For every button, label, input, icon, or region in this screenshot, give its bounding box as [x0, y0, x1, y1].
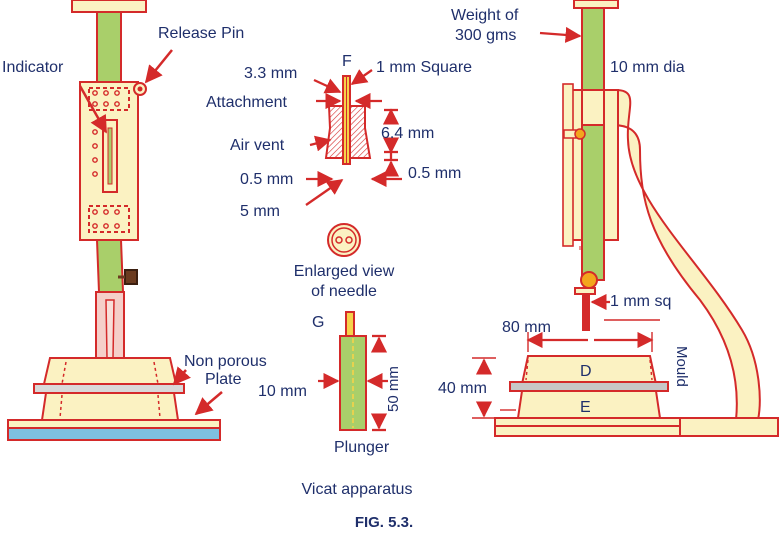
dim-50mm: 50 mm — [385, 366, 402, 412]
needle-right — [582, 293, 590, 331]
dim-0-5mm-left: 0.5 mm — [240, 171, 293, 188]
upper-guide — [88, 87, 130, 111]
guide-rail-right — [603, 89, 619, 241]
label-e: E — [580, 399, 591, 416]
right-labels: Weight of 300 gms 10 mm dia 1 mm sq 80 m… — [438, 7, 690, 416]
plunger-label: Plunger — [334, 439, 390, 456]
right-arrows — [472, 26, 660, 419]
enlarged-needle-view — [327, 223, 361, 257]
enlarged-view-line1: Enlarged view — [294, 263, 395, 280]
dim-5mm: 5 mm — [240, 203, 280, 220]
label-d: D — [580, 363, 592, 380]
dim-0-5mm-right: 0.5 mm — [408, 165, 461, 182]
release-pin-label: Release Pin — [158, 25, 244, 42]
weight-line1: Weight of — [451, 7, 519, 24]
plunger-stem — [345, 311, 355, 337]
plate-right — [509, 381, 669, 392]
air-vent-label: Air vent — [230, 137, 285, 154]
dim-1mm-square: 1 mm Square — [376, 59, 472, 76]
weight-line2: 300 gms — [455, 27, 516, 44]
plunger-marker — [580, 271, 598, 289]
label-g: G — [312, 314, 324, 331]
right-apparatus — [494, 0, 779, 437]
dim-80mm: 80 mm — [502, 319, 551, 336]
non-porous-plate — [33, 383, 185, 394]
figure-title: Vicat apparatus — [302, 481, 413, 498]
plunger-labels: G 10 mm 50 mm Plunger — [258, 314, 402, 456]
left-apparatus — [7, 0, 221, 441]
mould-label: Mould — [673, 346, 690, 387]
plunger-arrows — [318, 334, 388, 432]
dim-6-4mm: 6.4 mm — [381, 125, 434, 142]
plate-label-line1: Non porous — [184, 353, 267, 370]
base-top — [7, 419, 221, 429]
plate-label-line2: Plate — [205, 371, 242, 388]
frame-foot — [679, 417, 779, 437]
attachment-label: Attachment — [206, 94, 287, 111]
plunger-rod — [96, 11, 122, 83]
left-labels: Release Pin Indicator Non porous Plate — [2, 25, 267, 388]
plunger-rod-right — [581, 7, 605, 281]
needle-labels: F 3.3 mm 1 mm Square Attachment 6.4 mm A… — [206, 53, 472, 220]
sq-label: 1 mm sq — [610, 293, 671, 310]
lower-rod — [95, 239, 125, 293]
top-cap — [71, 0, 147, 13]
dim-3-3mm: 3.3 mm — [244, 65, 297, 82]
figure-caption: FIG. 5.3. — [355, 514, 413, 531]
dim-10mm: 10 mm — [258, 383, 307, 400]
mould-upper — [42, 357, 178, 385]
needle-arrows — [305, 69, 402, 206]
weight-cap — [573, 0, 619, 9]
clamp-knob — [124, 269, 138, 285]
dia-label: 10 mm dia — [610, 59, 685, 76]
base-plate — [7, 427, 221, 441]
lower-guide — [88, 205, 130, 233]
indicator-label: Indicator — [2, 59, 64, 76]
dim-40mm: 40 mm — [438, 380, 487, 397]
base-top-right — [494, 417, 682, 427]
base-right — [494, 425, 682, 437]
left-arrows — [78, 49, 223, 416]
enlarged-view-line2: of needle — [311, 283, 377, 300]
label-f: F — [342, 53, 352, 70]
release-pin-right — [574, 128, 586, 140]
scale-bar — [107, 127, 113, 185]
plunger-detail — [339, 311, 367, 431]
